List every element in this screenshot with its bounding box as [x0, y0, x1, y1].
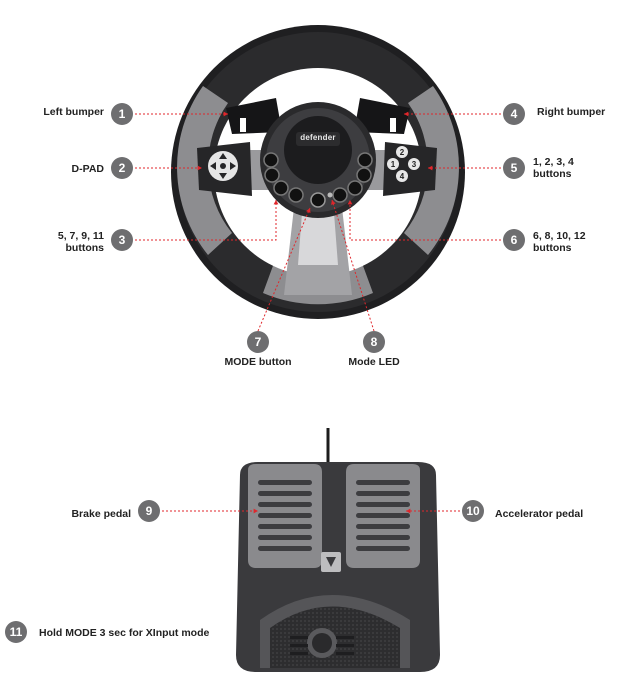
hub-button[interactable]	[332, 187, 348, 203]
leader-arrowhead	[253, 508, 258, 514]
callout-label-8: Mode LED	[348, 356, 400, 368]
cross-dpad-icon	[207, 150, 239, 182]
accelerator-pedal-rib	[356, 546, 410, 551]
base-grip-rib	[290, 652, 308, 655]
base-grip-rib	[290, 644, 308, 647]
leader-line	[331, 199, 375, 332]
face-button-1[interactable]: 1	[387, 158, 399, 170]
callout-label-7: MODE button	[224, 356, 292, 368]
leader-arrowhead	[406, 508, 411, 514]
callout-number-11: 11	[5, 621, 27, 643]
hub-button[interactable]	[288, 187, 304, 203]
hub-button[interactable]	[347, 180, 363, 196]
steering-wheel	[171, 25, 465, 319]
callout-number-5: 5	[503, 157, 525, 179]
callout-label-4: Right bumper	[537, 106, 606, 118]
callout-number-8: 8	[363, 331, 385, 353]
leader-arrowhead	[197, 165, 202, 171]
brake-pedal-rib	[258, 535, 312, 540]
leader-arrowhead	[306, 208, 311, 213]
leader-arrowhead	[428, 165, 433, 171]
leader-line	[349, 200, 501, 241]
face-button-4[interactable]: 4	[396, 170, 408, 182]
leader-line	[135, 200, 277, 241]
accelerator-pedal-rib	[356, 513, 410, 518]
leader-arrowhead	[223, 111, 228, 117]
accelerator-pedal-rib	[356, 524, 410, 529]
mode-button[interactable]	[310, 192, 326, 208]
callout-label-1: Left bumper	[43, 106, 104, 118]
callout-number-3: 3	[111, 229, 133, 251]
hub-button[interactable]	[263, 152, 279, 168]
hub-button[interactable]	[357, 152, 373, 168]
hub-button-group	[263, 152, 373, 208]
brake-pedal-rib	[258, 513, 312, 518]
callout-label-2: D-PAD	[71, 163, 104, 175]
brake-pedal-rib	[258, 480, 312, 485]
hub-button[interactable]	[356, 167, 372, 183]
callout-number-1: 1	[111, 103, 133, 125]
callout-number-7: 7	[247, 331, 269, 353]
callout-label-11: Hold MODE 3 sec for XInput mode	[39, 627, 210, 639]
brake-pedal-rib	[258, 546, 312, 551]
face-button-3[interactable]: 3	[408, 158, 420, 170]
accelerator-pedal-rib	[356, 480, 410, 485]
hub-button[interactable]	[273, 180, 289, 196]
callout-number-2: 2	[111, 157, 133, 179]
hub-button[interactable]	[264, 167, 280, 183]
mode-led	[327, 192, 333, 198]
accelerator-pedal-rib	[356, 491, 410, 496]
pedal-rib-group	[258, 480, 410, 655]
brake-pedal-rib	[258, 502, 312, 507]
callout-number-10: 10	[462, 500, 484, 522]
leader-arrowhead	[347, 200, 353, 205]
brake-pedal-rib	[258, 524, 312, 529]
callout-label-9: Brake pedal	[71, 508, 131, 520]
callout-number-6: 6	[503, 229, 525, 251]
leader-arrowhead	[273, 200, 279, 205]
face-button-2[interactable]: 2	[396, 146, 408, 158]
callout-number-9: 9	[138, 500, 160, 522]
accelerator-pedal-rib	[356, 502, 410, 507]
accelerator-pedal-rib	[356, 535, 410, 540]
leader-lines	[135, 111, 501, 514]
base-grip-rib	[336, 652, 354, 655]
base-grip-rib	[336, 644, 354, 647]
callout-number-4: 4	[503, 103, 525, 125]
callout-label-10: Accelerator pedal	[495, 508, 584, 520]
leader-arrowhead	[331, 200, 336, 205]
base-grip-rib	[336, 636, 354, 639]
leader-arrowhead	[404, 111, 409, 117]
base-grip-rib	[290, 636, 308, 639]
brand-label: defender	[300, 133, 336, 142]
brake-pedal-rib	[258, 491, 312, 496]
